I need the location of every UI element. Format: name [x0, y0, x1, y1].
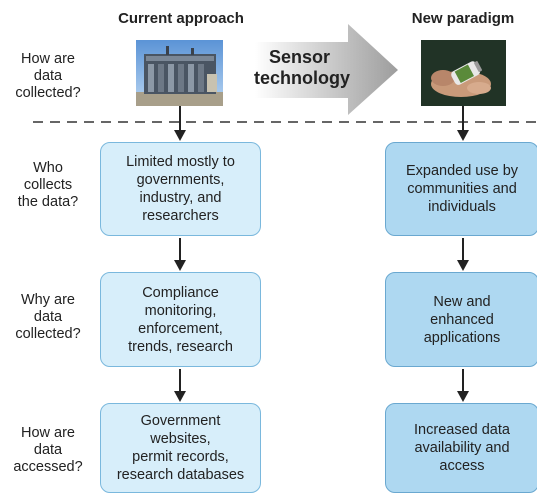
current-why-box: Compliance monitoring, enforcement, tren…: [100, 272, 261, 367]
current-who-box: Limited mostly to governments, industry,…: [100, 142, 261, 236]
current-approach-title: Current approach: [118, 10, 244, 27]
new-why-box: New and enhanced applications: [385, 272, 537, 367]
current-access-box: Government websites, permit records, res…: [100, 403, 261, 493]
row-question-who-collects: Who collects the data?: [17, 160, 79, 210]
new-who-box: Expanded use by communities and individu…: [385, 142, 537, 236]
current-arrows: [174, 106, 186, 402]
row-question-how-collected: How are data collected?: [15, 51, 81, 101]
row-question-why-collected: Why are data collected?: [15, 292, 81, 342]
row-question-how-accessed: How are data accessed?: [13, 425, 83, 475]
new-access-box: Increased data availability and access: [385, 403, 537, 493]
handheld-sensor-image: [421, 40, 506, 106]
sensor-technology-line-2: technology: [254, 68, 350, 88]
sensor-technology-label: Sensor technology: [254, 47, 350, 88]
new-arrows: [457, 106, 469, 402]
monitoring-station-image: [136, 40, 223, 106]
sensor-technology-line-1: Sensor: [269, 47, 330, 67]
sensor-technology-arrow: [255, 24, 398, 115]
new-paradigm-title: New paradigm: [411, 10, 515, 27]
